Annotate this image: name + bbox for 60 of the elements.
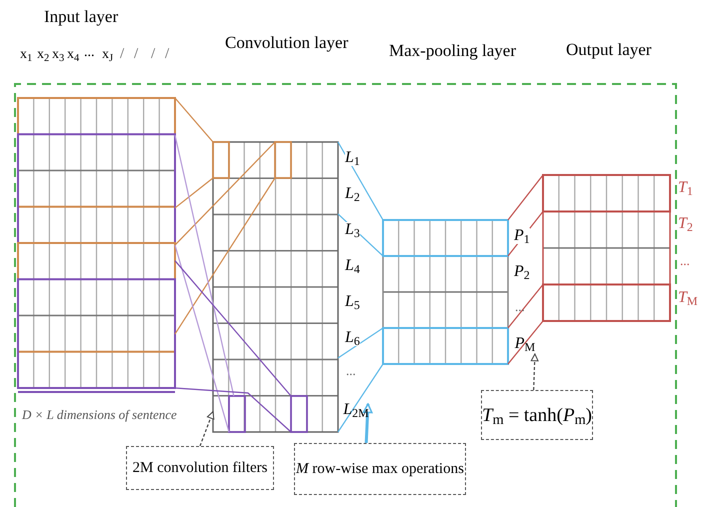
- projection-line: [174, 260, 292, 396]
- layer-heading: Max-pooling layer: [389, 42, 516, 59]
- filter-window: [274, 141, 292, 179]
- slash-mark: /: [134, 47, 138, 62]
- projection-line: [174, 178, 276, 334]
- word-label: x$_{1}$: [20, 48, 32, 62]
- filter-window: [212, 141, 230, 179]
- convolution-matrix-drawing: [212, 141, 339, 433]
- row-label: L$_{2}$: [345, 186, 360, 202]
- projection-line: [338, 213, 384, 256]
- projection-line: [508, 211, 544, 256]
- filter-window: [290, 395, 308, 433]
- projection-line: [174, 134, 234, 396]
- annotation-box: T$_{m}$ = tanh(P$_{m}$): [481, 390, 593, 440]
- layer-heading: Output layer: [566, 41, 652, 58]
- word-label: x$_{3}$: [52, 48, 64, 62]
- output-matrix-drawing: [542, 174, 671, 322]
- row-label: P$_{2}$: [514, 264, 530, 280]
- input-matrix-drawing: [17, 97, 176, 389]
- ellipsis: ...: [515, 300, 525, 313]
- annotation-box: 2M convolution filters: [126, 446, 274, 490]
- row-label: L$_{4}$: [345, 258, 360, 274]
- layer-heading: Input layer: [44, 8, 118, 25]
- row-label: L$_{1}$: [345, 150, 360, 166]
- arrow: [199, 411, 214, 446]
- ellipsis: ...: [680, 254, 690, 267]
- projection-line: [174, 244, 230, 432]
- word-label: x$_{J}$: [102, 48, 114, 62]
- projection-line: [337, 142, 384, 220]
- annotation-box: M row-wise max operations: [294, 443, 466, 495]
- projection-line: [174, 178, 214, 208]
- word-label: x$_{4}$: [67, 48, 80, 62]
- projection-line: [174, 387, 292, 432]
- projection-line: [338, 328, 384, 359]
- projection-line: [174, 98, 214, 142]
- arrow: [530, 354, 539, 390]
- pooling-matrix-drawing: [382, 219, 509, 365]
- row-label: T$_{M}$: [678, 290, 698, 306]
- projection-line: [508, 174, 544, 220]
- caption-text: D × L dimensions of sentence: [22, 408, 177, 421]
- layer-heading: Convolution layer: [225, 34, 348, 51]
- arrow: [362, 403, 373, 444]
- projection-line: [338, 364, 384, 432]
- slash-mark: /: [151, 47, 156, 62]
- slash-mark: /: [120, 47, 124, 62]
- row-label: T$_{2}$: [678, 216, 693, 232]
- row-label: T$_{1}$: [678, 180, 693, 196]
- filter-window: [228, 395, 246, 433]
- row-label: L$_{3}$: [345, 222, 360, 238]
- row-label: L$_{5}$: [345, 294, 360, 310]
- row-label: L$_{6}$: [345, 330, 360, 346]
- ellipsis: ...: [84, 46, 94, 60]
- slash-mark: /: [165, 47, 170, 62]
- projection-line: [508, 320, 544, 364]
- ellipsis: ...: [346, 364, 356, 377]
- projection-line: [508, 284, 544, 328]
- row-label: P$_{1}$: [514, 228, 530, 244]
- word-label: x$_{2}$: [37, 48, 50, 62]
- projection-line: [174, 142, 276, 246]
- row-label: P$_{M}$: [514, 334, 536, 354]
